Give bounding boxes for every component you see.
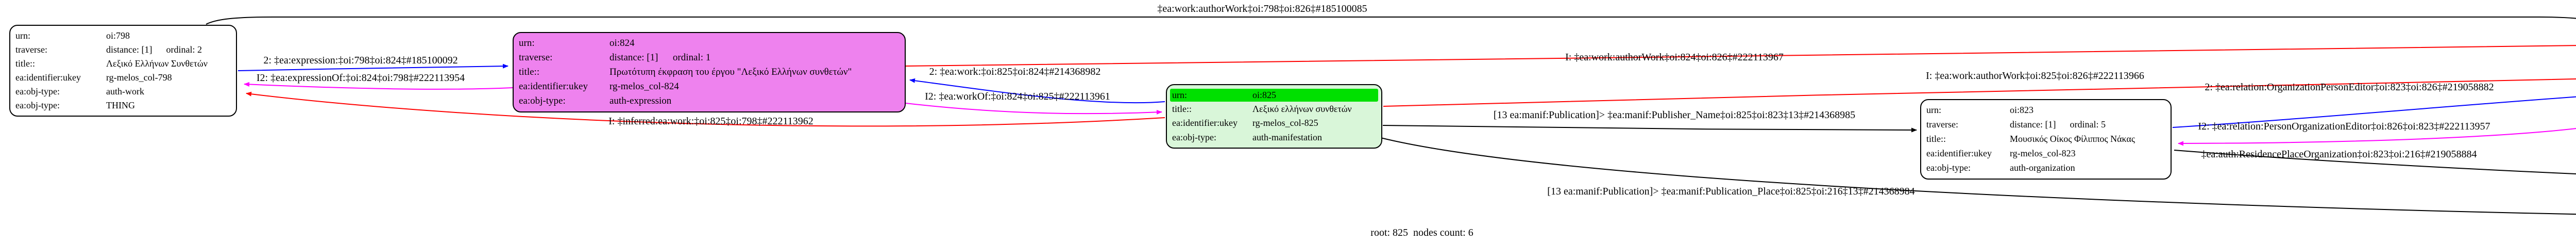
node-row: title:: Λεξικό Ελλήνων Συνθετών — [15, 57, 231, 71]
value-cell: oi:824 — [609, 37, 635, 49]
value-cell: Λεξικό ελλήνων συνθετών — [1252, 104, 1352, 115]
node-row: traverse: distance: [1] ordinal: 5 — [1926, 118, 2165, 132]
edge-expression-798-824 — [238, 63, 509, 71]
node-row: urn: oi:824 — [519, 37, 900, 51]
node-row: ea:identifier:ukey rg-melos_col-824 — [519, 80, 900, 94]
node-row: ea:obj-type: auth-manifestation — [1172, 131, 1376, 144]
key-cell: urn: — [1926, 105, 1941, 116]
edge-label-inferred-work-825-798: I: ‡inferred:ea:work:‡oi:825‡oi:798‡#222… — [608, 116, 814, 127]
edge-expressionof-824-798 — [244, 82, 513, 90]
node-oi825: urn: oi:825 title:: Λεξικό ελλήνων συνθε… — [1166, 84, 1382, 149]
key-cell: urn: — [15, 30, 30, 41]
edge-label-work-825-824: 2: ‡ea:work:‡oi:825‡oi:824‡#214368982 — [929, 66, 1101, 77]
key-cell: ea:identifier:ukey — [1926, 148, 1992, 159]
edge-label-authorwork-824-826: I: ‡ea:work:authorWork‡oi:824‡oi:826‡#22… — [1565, 52, 1784, 63]
key-cell: ea:obj-type: — [1926, 163, 1971, 173]
value-cell: auth-expression — [609, 95, 672, 106]
edge-publishername-825-823 — [1382, 125, 1917, 133]
key-cell: ea:obj-type: — [15, 100, 60, 110]
value-cell: Λεξικό Ελλήνων Συνθετών — [106, 58, 208, 69]
value-cell: distance: [1] ordinal: 1 — [609, 52, 711, 63]
value-cell: oi:823 — [2010, 105, 2034, 116]
edge-orgpersoneditor-823-826 — [2172, 96, 2576, 128]
key-cell: traverse: — [15, 44, 47, 55]
node-row: ea:identifier:ukey rg-melos_col-798 — [15, 71, 231, 85]
key-cell: ea:identifier:ukey — [15, 72, 81, 83]
value-cell: oi:825 — [1252, 89, 1277, 100]
edge-label-publicationplace-825-216: [13 ea:manif:Publication]> ‡ea:manif:Pub… — [1547, 186, 1915, 197]
key-cell: traverse: — [1926, 119, 1958, 130]
node-oi824: urn: oi:824 traverse: distance: [1] ordi… — [513, 32, 906, 112]
node-row: urn: oi:798 — [15, 29, 231, 43]
value-cell: THING — [106, 100, 135, 110]
edge-residenceplace-823-216 — [2174, 150, 2576, 174]
edge-label-personorgeditor-826-823: I2: ‡ea:relation:PersonOrganizationEdito… — [2198, 121, 2490, 132]
value-cell: auth-work — [106, 86, 144, 96]
node-row-highlighted: urn: oi:825 — [1170, 88, 1378, 102]
node-oi823: urn: oi:823 traverse: distance: [1] ordi… — [1920, 99, 2172, 180]
value-cell: oi:798 — [106, 30, 130, 41]
node-row: title:: Λεξικό ελλήνων συνθετών — [1172, 103, 1376, 116]
key-cell: title:: — [1172, 104, 1192, 115]
edge-personorgeditor-826-823 — [2178, 128, 2576, 146]
value-cell: rg-melos_col-824 — [609, 80, 679, 92]
edge-work-825-824 — [909, 78, 1165, 104]
key-cell: title:: — [519, 66, 540, 77]
key-cell: urn: — [519, 37, 535, 49]
edge-label-authorwork-798-826: ‡ea:work:authorWork‡oi:798‡oi:826‡#18510… — [1157, 3, 1367, 14]
value-cell: rg-melos_col-798 — [106, 72, 172, 83]
node-row: ea:obj-type: auth-work — [15, 85, 231, 99]
edge-label-expression-798-824: 2: ‡ea:expression:‡oi:798‡oi:824‡#185100… — [263, 55, 458, 66]
node-row: urn: oi:823 — [1926, 104, 2165, 117]
value-cell: auth-manifestation — [1252, 132, 1322, 142]
key-cell: ea:identifier:ukey — [519, 80, 588, 92]
edge-label-workof-824-825: I2: ‡ea:workOf:‡oi:824‡oi:825‡#222113961 — [925, 91, 1110, 102]
key-cell: ea:obj-type: — [1172, 132, 1216, 142]
value-cell: auth-organization — [2010, 163, 2075, 173]
value-cell: Μουσικός Οίκος Φίλιππος Νάκας — [2010, 134, 2135, 144]
node-oi798: urn: oi:798 traverse: distance: [1] ordi… — [9, 25, 237, 117]
edge-workof-824-825 — [905, 103, 1162, 115]
node-row: traverse: distance: [1] ordinal: 1 — [519, 51, 900, 65]
value-cell: rg-melos_col-823 — [2010, 148, 2076, 159]
key-cell: title:: — [1926, 134, 1946, 144]
key-cell: urn: — [1172, 89, 1187, 100]
node-row: ea:obj-type: auth-organization — [1926, 162, 2165, 175]
node-row: ea:obj-type: auth-expression — [519, 94, 900, 108]
edge-label-residenceplace-823-216: ‡ea:auth:ResidencePlaceOrganization‡oi:8… — [2201, 149, 2477, 160]
edge-label-expressionof-824-798: I2: ‡ea:expressionOf:‡oi:824‡oi:798‡#222… — [256, 72, 465, 84]
edge-label-publishername-825-823: [13 ea:manif:Publication]> ‡ea:manif:Pub… — [1493, 109, 1856, 121]
value-cell: distance: [1] ordinal: 5 — [2010, 119, 2106, 130]
value-cell: Πρωτότυπη έκφραση του έργου "Λεξικό Ελλή… — [609, 66, 852, 77]
value-cell: distance: [1] ordinal: 2 — [106, 44, 202, 55]
node-row: ea:identifier:ukey rg-melos_col-823 — [1926, 147, 2165, 160]
node-row: title:: Πρωτότυπη έκφραση του έργου "Λεξ… — [519, 66, 900, 79]
key-cell: title:: — [15, 58, 35, 69]
key-cell: ea:identifier:ukey — [1172, 118, 1238, 128]
footer-label: root: 825 nodes count: 6 — [1370, 227, 1473, 238]
key-cell: ea:obj-type: — [15, 86, 60, 96]
edge-publicationplace-825-216 — [1380, 137, 2576, 215]
edge-label-authorwork-825-826: I: ‡ea:work:authorWork‡oi:825‡oi:826‡#22… — [1926, 70, 2144, 82]
node-row: title:: Μουσικός Οίκος Φίλιππος Νάκας — [1926, 133, 2165, 146]
node-row: ea:obj-type: THING — [15, 99, 231, 112]
node-row: ea:identifier:ukey rg-melos_col-825 — [1172, 117, 1376, 130]
edge-authorwork-824-826 — [905, 45, 2576, 67]
key-cell: ea:obj-type: — [519, 95, 566, 106]
edge-label-orgpersoneditor-823-826: 2: ‡ea:relation:OrganizationPersonEditor… — [2205, 82, 2494, 93]
value-cell: rg-melos_col-825 — [1252, 118, 1318, 128]
node-row: traverse: distance: [1] ordinal: 2 — [15, 43, 231, 57]
edge-inferred-work-825-798 — [246, 91, 1165, 127]
edge-authorwork-798-826 — [206, 17, 2576, 25]
key-cell: traverse: — [519, 52, 553, 63]
